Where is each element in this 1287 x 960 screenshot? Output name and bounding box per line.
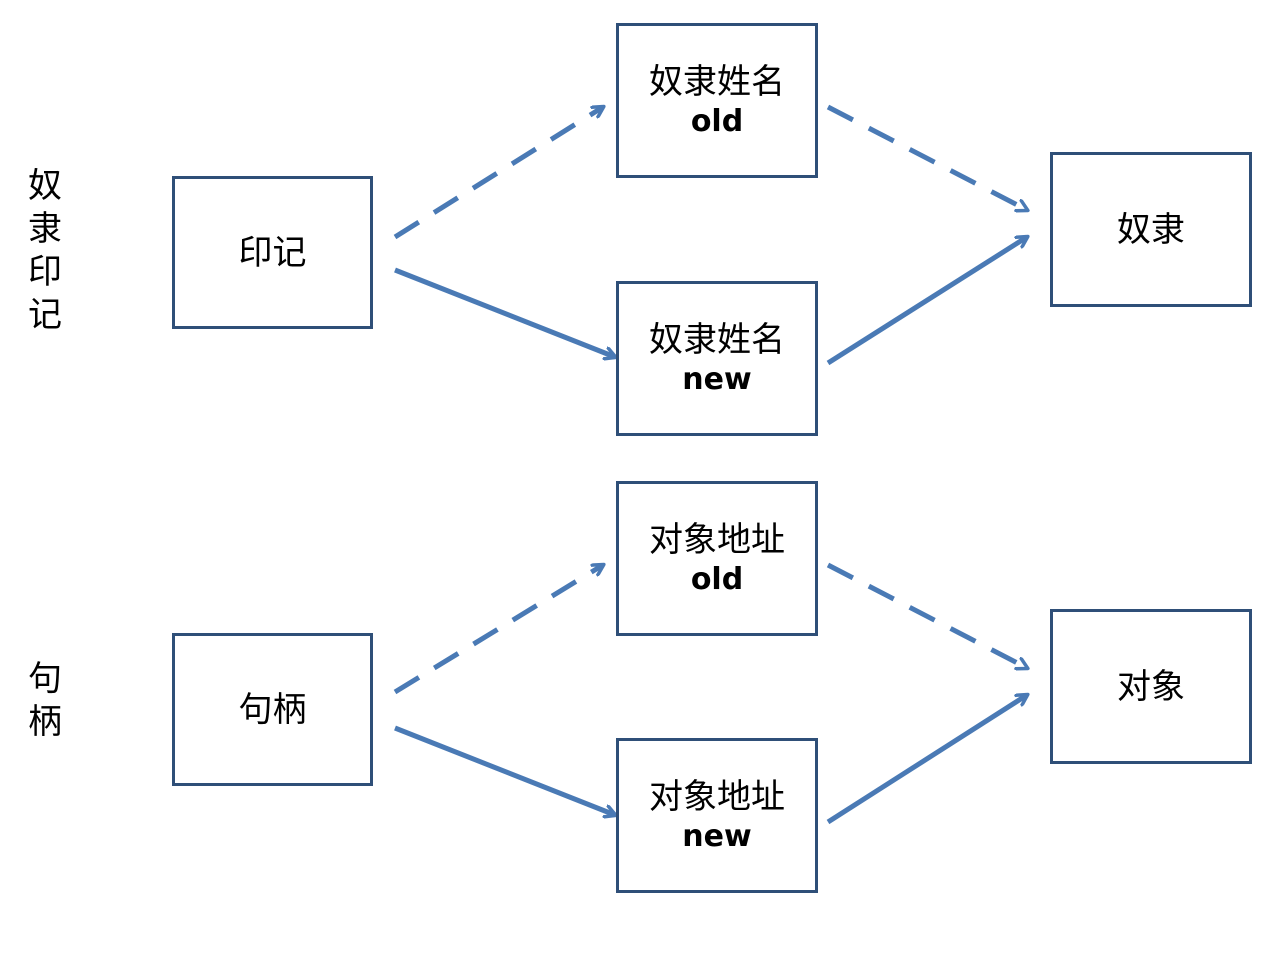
box-seal: 印记 bbox=[172, 176, 373, 329]
side-label-slave-seal: 奴 隶 印 记 bbox=[28, 166, 62, 335]
arrow-old-name-to-slave bbox=[826, 104, 1027, 210]
box-slave: 奴隶 bbox=[1050, 152, 1252, 307]
arrow-old-address-to-object bbox=[826, 562, 1027, 668]
box-slave-name-old: 奴隶姓名 old bbox=[616, 23, 818, 178]
box-object-label: 对象 bbox=[1117, 666, 1185, 707]
box-object: 对象 bbox=[1050, 609, 1252, 764]
box-slave-label: 奴隶 bbox=[1117, 209, 1185, 250]
arrow-seal-to-old-name bbox=[393, 107, 603, 240]
box-slave-name-new-label: 奴隶姓名 bbox=[649, 319, 785, 360]
box-object-address-new-tag: new bbox=[682, 818, 752, 854]
side-label-handle: 句 柄 bbox=[28, 659, 62, 742]
box-object-address-new: 对象地址 new bbox=[616, 738, 818, 893]
arrow-new-address-to-object bbox=[826, 695, 1027, 825]
box-slave-name-old-tag: old bbox=[690, 103, 744, 139]
box-slave-name-new-tag: new bbox=[682, 361, 752, 397]
arrow-new-name-to-slave bbox=[826, 237, 1027, 366]
arrow-handle-to-old-address bbox=[393, 565, 603, 695]
box-object-address-old-label: 对象地址 bbox=[649, 519, 785, 560]
box-slave-name-new: 奴隶姓名 new bbox=[616, 281, 818, 436]
box-object-address-old-tag: old bbox=[690, 561, 744, 597]
box-handle: 句柄 bbox=[172, 633, 373, 786]
arrow-handle-to-new-address bbox=[394, 725, 615, 815]
box-slave-name-old-label: 奴隶姓名 bbox=[649, 61, 785, 102]
arrow-seal-to-new-name bbox=[394, 267, 615, 357]
box-handle-label: 句柄 bbox=[238, 689, 307, 730]
box-object-address-old: 对象地址 old bbox=[616, 481, 818, 636]
box-seal-label: 印记 bbox=[238, 232, 307, 273]
box-object-address-new-label: 对象地址 bbox=[649, 776, 785, 817]
